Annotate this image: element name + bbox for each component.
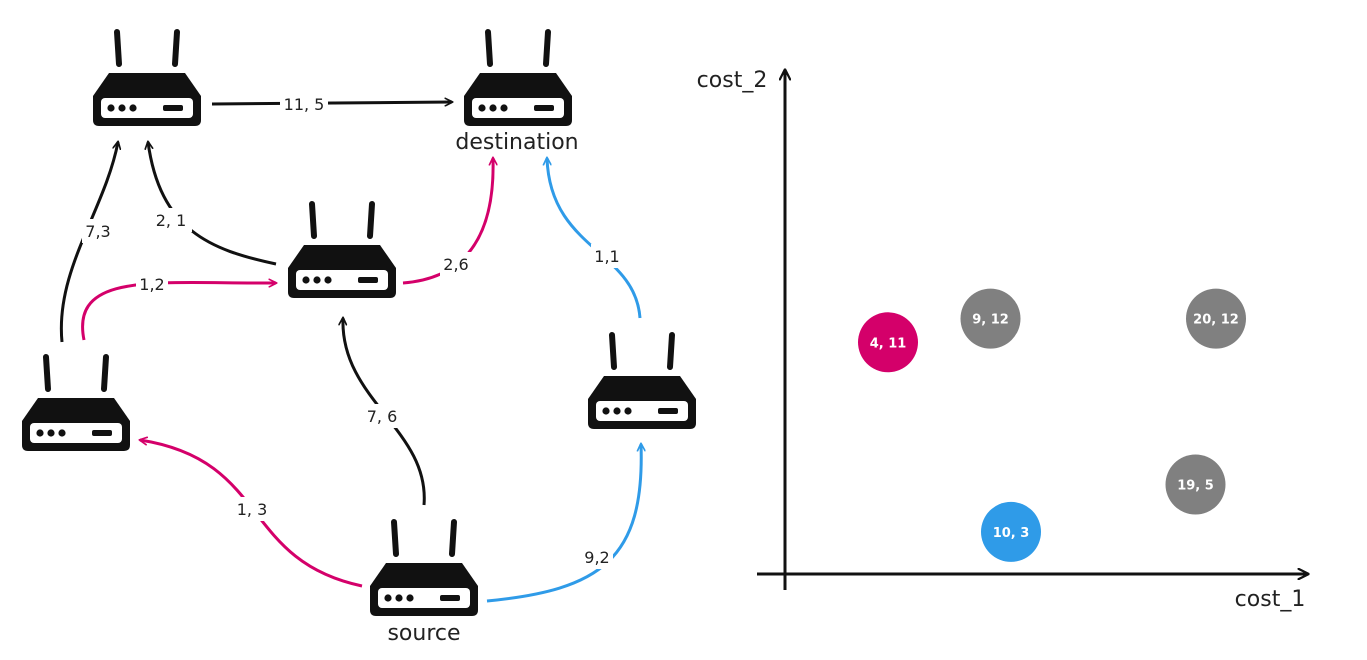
destination-label: destination — [455, 130, 578, 155]
edge-top-left-to-destination — [211, 102, 452, 104]
router-icon-destination — [464, 32, 572, 126]
routers — [22, 32, 696, 616]
edge-mid-to-destination — [402, 158, 493, 285]
plot-point-3 — [1165, 454, 1226, 515]
cost-plot: cost_2 cost_1 4, 11 9, 12 20, 12 19, 5 10, 3 — [697, 68, 1308, 612]
source-label: source — [387, 621, 460, 646]
edge-mid-to-top-left — [148, 142, 277, 266]
edge-label-top-left-to-destination: 11, 5 — [284, 95, 325, 114]
router-icon-right — [588, 335, 696, 429]
plot-point-0 — [858, 312, 918, 373]
edge-labels: 11, 5 7,3 2, 1 1,2 2,6 1, 3 7, 6 1,1 9,2 — [82, 92, 623, 569]
plot-point-label-3: 19, 5 — [1177, 479, 1214, 494]
plot-point-label-4: 10, 3 — [993, 526, 1030, 541]
edge-label-mid-to-top-left: 2, 1 — [156, 211, 187, 230]
plot-point-2 — [1186, 288, 1246, 349]
edge-left-to-mid — [81, 282, 276, 341]
router-icon-left — [22, 357, 130, 451]
plot-points: 4, 11 9, 12 20, 12 19, 5 10, 3 — [858, 288, 1246, 562]
plot-point-4 — [981, 501, 1041, 562]
edge-label-source-to-right: 9,2 — [584, 548, 609, 567]
edge-label-source-to-mid: 7, 6 — [367, 407, 398, 426]
y-axis-label: cost_2 — [697, 68, 768, 93]
edge-label-source-to-left: 1, 3 — [237, 500, 268, 519]
plot-point-label-2: 20, 12 — [1193, 313, 1239, 328]
router-icon-top-left — [93, 32, 201, 126]
x-axis-label: cost_1 — [1235, 587, 1306, 612]
edge-label-right-to-destination: 1,1 — [594, 247, 619, 266]
plot-point-label-1: 9, 12 — [972, 313, 1009, 328]
router-icon-source — [370, 522, 478, 616]
edge-right-to-destination — [547, 158, 642, 319]
edge-label-left-to-top-left: 7,3 — [85, 222, 110, 241]
plot-point-label-0: 4, 11 — [870, 336, 907, 351]
edge-label-left-to-mid: 1,2 — [139, 275, 164, 294]
edge-source-to-right — [486, 444, 641, 603]
edge-label-mid-to-destination: 2,6 — [443, 255, 468, 274]
router-icon-mid — [288, 204, 396, 298]
plot-point-1 — [960, 288, 1021, 349]
edges — [59, 102, 642, 603]
